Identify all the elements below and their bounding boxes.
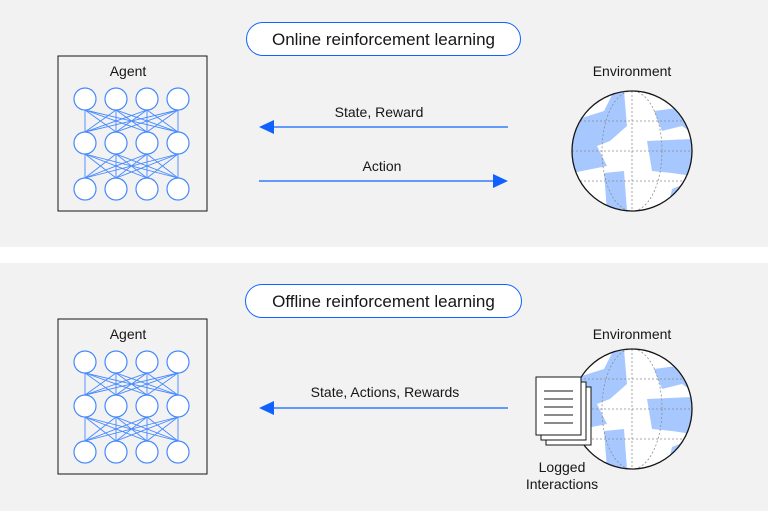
online-rl-title: Online reinforcement learning <box>246 22 521 56</box>
action-arrow <box>259 174 508 188</box>
nn-node <box>135 87 159 111</box>
nn-connection <box>84 153 179 179</box>
nn-node <box>104 440 128 464</box>
nn-connection <box>84 372 179 396</box>
logged-documents-icon <box>535 376 592 446</box>
offline-agent-box <box>57 318 208 475</box>
online-agent-box <box>57 55 208 212</box>
online-agent-label: Agent <box>109 63 147 79</box>
logged-line-1: Logged <box>538 459 586 475</box>
globe-land <box>572 91 692 211</box>
online-neural-network-icon <box>73 87 190 201</box>
nn-node <box>135 177 159 201</box>
nn-node <box>73 87 97 111</box>
nn-connection <box>84 372 148 396</box>
nn-node <box>135 394 159 418</box>
nn-connection <box>115 109 179 133</box>
nn-connection <box>146 372 179 396</box>
nn-node <box>135 440 159 464</box>
nn-connection <box>84 372 117 396</box>
online-environment-label: Environment <box>592 63 672 79</box>
nn-node <box>73 350 97 374</box>
nn-node <box>166 394 190 418</box>
state-reward-arrow <box>259 120 508 134</box>
offline-diagram-graphics <box>57 318 693 475</box>
nn-node <box>166 177 190 201</box>
nn-node <box>166 131 190 155</box>
nn-connection <box>146 153 179 179</box>
nn-connection <box>146 109 179 133</box>
nn-connection <box>84 416 179 442</box>
online-diagram-graphics <box>57 55 693 212</box>
action-label: Action <box>362 158 402 174</box>
nn-connection <box>84 153 117 179</box>
offline-rl-title: Offline reinforcement learning <box>245 284 522 318</box>
nn-node <box>166 350 190 374</box>
nn-connection <box>84 416 148 442</box>
offline-agent-label: Agent <box>109 326 147 342</box>
nn-node <box>104 87 128 111</box>
nn-node <box>166 440 190 464</box>
nn-node <box>73 440 97 464</box>
nn-node <box>104 177 128 201</box>
nn-connection <box>115 372 179 396</box>
offline-environment-label: Environment <box>592 326 672 342</box>
state-actions-rewards-label: State, Actions, Rewards <box>310 384 460 400</box>
nn-connection <box>84 153 148 179</box>
nn-node <box>73 177 97 201</box>
nn-node <box>135 131 159 155</box>
nn-node <box>104 131 128 155</box>
nn-connection <box>115 416 179 442</box>
globe-longitude <box>601 91 663 211</box>
nn-node <box>104 394 128 418</box>
state-actions-rewards-arrow <box>259 401 508 415</box>
nn-connection <box>146 416 179 442</box>
online-rl-panel: Online reinforcement learning Agent Envi… <box>0 0 768 247</box>
nn-node <box>73 394 97 418</box>
state-reward-label: State, Reward <box>334 104 424 120</box>
nn-connection <box>115 153 179 179</box>
nn-connection <box>84 109 117 133</box>
nn-node <box>104 350 128 374</box>
logged-interactions-label: Logged Interactions <box>526 459 598 493</box>
nn-node <box>166 87 190 111</box>
online-environment-globe-icon <box>571 90 693 212</box>
nn-connection <box>84 109 148 133</box>
offline-neural-network-icon <box>73 350 190 464</box>
nn-node <box>135 350 159 374</box>
nn-connection <box>84 109 179 133</box>
globe-longitude <box>601 349 663 469</box>
globe-outline <box>571 90 693 212</box>
offline-rl-panel: Offline reinforcement learning Agent Env… <box>0 263 768 511</box>
logged-line-2: Interactions <box>525 476 599 492</box>
nn-connection <box>84 416 117 442</box>
nn-node <box>73 131 97 155</box>
